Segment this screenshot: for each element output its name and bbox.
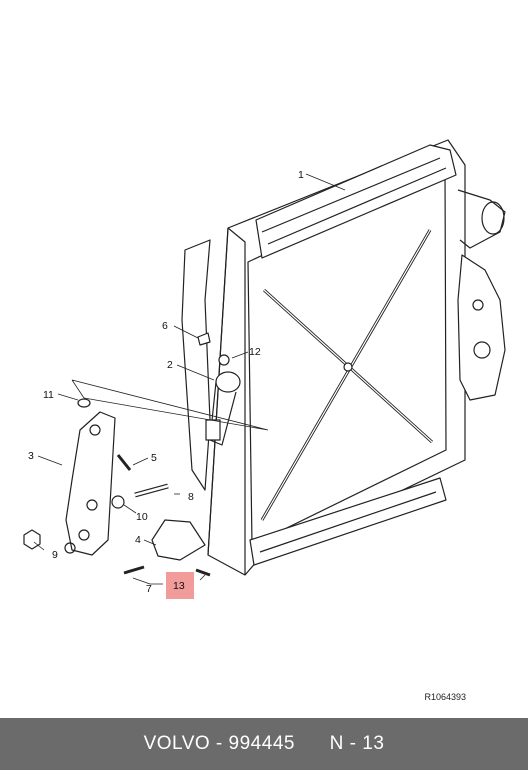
part-12 — [218, 354, 230, 366]
footer-gap — [295, 733, 330, 755]
footer-brand: VOLVO — [143, 733, 211, 754]
part-9 — [23, 529, 41, 550]
parts-diagram: 1 2 3 4 5 6 7 8 9 10 11 12 13 — [23, 139, 506, 595]
callout-13: 13 — [173, 580, 185, 592]
callout-10: 10 — [136, 511, 148, 523]
part-6 — [197, 332, 211, 346]
highlight-marker — [166, 572, 194, 599]
part-11 — [77, 398, 91, 408]
footer-part-number: 994445 — [228, 733, 295, 754]
callout-12: 12 — [249, 346, 261, 358]
part-4 — [151, 519, 206, 561]
part-3 — [64, 411, 116, 556]
radiator-frame — [181, 139, 506, 576]
footer-bar: VOLVO - 994445 N - 13 — [0, 718, 528, 770]
footer-position: N - 13 — [329, 733, 385, 754]
part-13 — [195, 568, 211, 577]
callout-9: 9 — [52, 549, 58, 561]
callout-4: 4 — [135, 534, 141, 546]
part-10 — [111, 495, 125, 509]
callout-3: 3 — [28, 450, 34, 462]
callout-2: 2 — [167, 359, 173, 371]
part-7 — [123, 565, 145, 575]
callout-7: 7 — [146, 583, 152, 595]
callout-1: 1 — [298, 169, 304, 181]
drawing-reference: R1064393 — [424, 692, 466, 702]
part-2 — [205, 371, 241, 446]
part-5 — [116, 454, 132, 471]
callout-11: 11 — [43, 389, 54, 401]
footer-separator: - — [210, 733, 229, 754]
callout-5: 5 — [151, 452, 157, 464]
callout-6: 6 — [162, 320, 168, 332]
callout-8: 8 — [188, 491, 194, 503]
